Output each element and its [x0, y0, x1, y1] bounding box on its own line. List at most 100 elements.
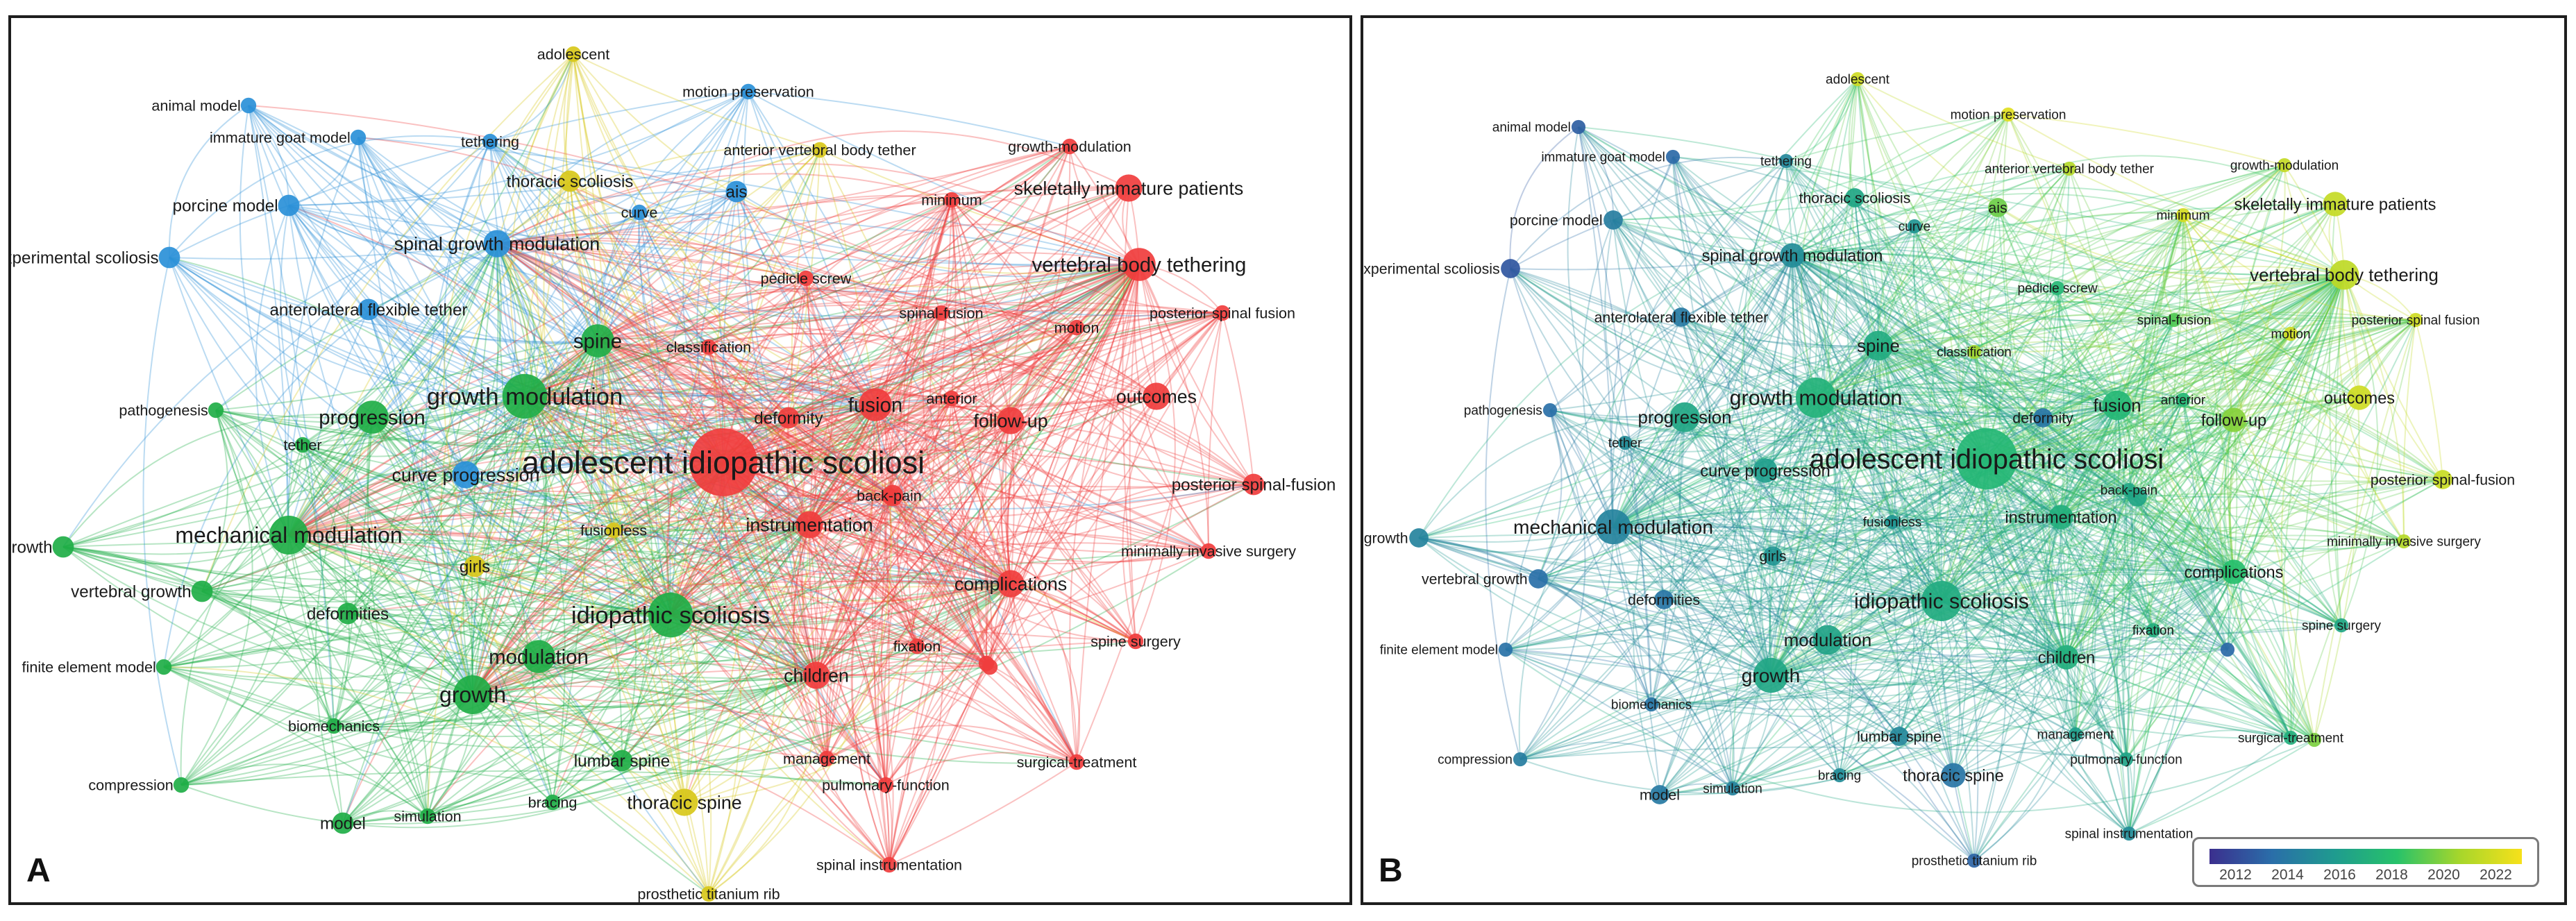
keyword-node-biomechanics[interactable]	[326, 718, 342, 734]
keyword-node-extra_b2[interactable]	[2220, 642, 2235, 657]
keyword-node-spinal_fusion[interactable]	[2166, 312, 2182, 328]
keyword-node-deformity[interactable]	[2033, 408, 2053, 428]
keyword-node-tethering[interactable]	[1778, 153, 1794, 169]
keyword-node-pathogenesis[interactable]	[1542, 403, 1558, 418]
keyword-node-bone_growth[interactable]	[52, 536, 74, 558]
keyword-node-idiopathic[interactable]	[1921, 581, 1962, 621]
keyword-node-aft[interactable]	[1672, 307, 1691, 327]
keyword-node-mis[interactable]	[1200, 543, 1217, 559]
keyword-node-mech_mod[interactable]	[269, 516, 308, 555]
keyword-node-fusionless[interactable]	[605, 522, 622, 539]
keyword-node-outcomes[interactable]	[2347, 385, 2372, 410]
keyword-node-pedicle[interactable]	[798, 270, 814, 287]
keyword-node-followup[interactable]	[2221, 407, 2246, 432]
keyword-node-simulation[interactable]	[419, 808, 436, 825]
keyword-node-vbt[interactable]	[1122, 248, 1156, 281]
keyword-node-animal[interactable]	[1571, 119, 1586, 135]
keyword-node-simulation[interactable]	[1725, 781, 1740, 796]
keyword-node-growth_mod[interactable]	[1796, 378, 1836, 418]
keyword-node-pulmonary[interactable]	[877, 777, 894, 793]
keyword-node-tether[interactable]	[1617, 435, 1633, 450]
keyword-node-skel[interactable]	[1115, 174, 1143, 202]
keyword-node-bracing[interactable]	[1832, 768, 1847, 783]
keyword-node-porcine[interactable]	[278, 194, 300, 217]
keyword-node-classification[interactable]	[700, 339, 717, 355]
keyword-node-spine_surgery[interactable]	[1127, 633, 1144, 650]
keyword-node-vgrowth[interactable]	[191, 580, 213, 602]
keyword-node-modulation[interactable]	[522, 640, 555, 673]
keyword-node-children[interactable]	[2054, 645, 2079, 670]
keyword-node-porcine[interactable]	[1603, 210, 1623, 230]
keyword-node-fem[interactable]	[1498, 642, 1513, 657]
keyword-node-psf[interactable]	[2408, 312, 2423, 328]
keyword-node-psf[interactable]	[1214, 305, 1231, 321]
keyword-node-fusion[interactable]	[859, 388, 892, 421]
keyword-node-progression[interactable]	[1669, 402, 1700, 432]
keyword-node-biomechanics[interactable]	[1644, 697, 1659, 712]
keyword-node-deformities[interactable]	[337, 602, 359, 625]
keyword-node-complications[interactable]	[2221, 559, 2246, 584]
keyword-node-deformity[interactable]	[777, 407, 800, 429]
keyword-node-spinal_instr[interactable]	[881, 856, 898, 873]
keyword-node-exp_scol[interactable]	[1501, 259, 1520, 278]
keyword-node-fusionless[interactable]	[1885, 514, 1900, 530]
keyword-node-motion[interactable]	[2283, 326, 2298, 341]
keyword-node-curve[interactable]	[1907, 219, 1922, 234]
keyword-node-curve_prog[interactable]	[452, 461, 480, 489]
keyword-node-followup[interactable]	[997, 407, 1025, 434]
keyword-node-management[interactable]	[2068, 727, 2083, 742]
keyword-node-bracing[interactable]	[544, 794, 561, 811]
keyword-node-instrumentation[interactable]	[795, 511, 823, 539]
keyword-node-psf2[interactable]	[2433, 470, 2452, 489]
keyword-node-mis[interactable]	[2396, 534, 2411, 549]
keyword-node-adolescent[interactable]	[565, 46, 582, 62]
keyword-node-spinal_instr[interactable]	[2121, 826, 2137, 841]
keyword-node-girls[interactable]	[464, 555, 486, 577]
keyword-node-sgm[interactable]	[1780, 243, 1805, 268]
keyword-node-growth[interactable]	[453, 675, 492, 714]
keyword-node-sgm[interactable]	[483, 230, 511, 257]
keyword-node-growth_modulation[interactable]	[2277, 158, 2292, 173]
keyword-node-pathogenesis[interactable]	[208, 402, 224, 419]
keyword-node-extra_b3[interactable]	[2307, 732, 2322, 747]
keyword-node-classification[interactable]	[1967, 344, 1982, 360]
keyword-node-complications[interactable]	[997, 570, 1025, 598]
keyword-node-motion[interactable]	[1068, 319, 1085, 336]
keyword-node-animal[interactable]	[240, 97, 257, 114]
keyword-node-surg_treat[interactable]	[2283, 730, 2298, 745]
keyword-node-prosthetic[interactable]	[1967, 853, 1982, 868]
keyword-node-spinal_fusion[interactable]	[933, 305, 950, 321]
keyword-node-motion_pres[interactable]	[740, 83, 757, 100]
keyword-node-instrumentation[interactable]	[2048, 505, 2073, 530]
keyword-node-exp_scol[interactable]	[158, 246, 180, 269]
keyword-node-fixation[interactable]	[2146, 623, 2161, 638]
keyword-node-model[interactable]	[332, 812, 354, 834]
keyword-node-modulation[interactable]	[1812, 625, 1843, 655]
keyword-node-extra_b1[interactable]	[2128, 487, 2147, 507]
keyword-node-psf2[interactable]	[1243, 473, 1265, 496]
keyword-node-deformities[interactable]	[1654, 590, 1674, 609]
keyword-node-goat[interactable]	[350, 129, 367, 146]
keyword-node-girls[interactable]	[1763, 546, 1783, 566]
keyword-node-lumbar[interactable]	[611, 750, 633, 772]
keyword-node-lumbar[interactable]	[1889, 727, 1909, 746]
keyword-node-vgrowth[interactable]	[1529, 569, 1548, 589]
keyword-node-compression[interactable]	[173, 777, 190, 793]
keyword-node-curve[interactable]	[631, 204, 648, 221]
keyword-node-vbt[interactable]	[2329, 260, 2359, 290]
keyword-node-avbt[interactable]	[2062, 161, 2077, 176]
keyword-node-fixation[interactable]	[909, 638, 925, 654]
keyword-node-fusion[interactable]	[2102, 390, 2132, 421]
keyword-node-fem[interactable]	[155, 659, 172, 675]
keyword-node-thoracic_scol[interactable]	[559, 170, 581, 192]
keyword-node-adolescent[interactable]	[1850, 71, 1865, 87]
keyword-node-compression[interactable]	[1513, 752, 1528, 767]
keyword-node-children[interactable]	[802, 661, 830, 689]
keyword-node-curve_prog[interactable]	[1753, 458, 1778, 483]
keyword-node-ais_main[interactable]	[1955, 428, 2018, 490]
keyword-node-minimum[interactable]	[943, 192, 960, 208]
keyword-node-thoracic_scol[interactable]	[1845, 188, 1864, 208]
keyword-node-motion_pres[interactable]	[2001, 107, 2016, 122]
keyword-node-prosthetic[interactable]	[700, 886, 717, 902]
keyword-node-anterior[interactable]	[943, 390, 960, 407]
